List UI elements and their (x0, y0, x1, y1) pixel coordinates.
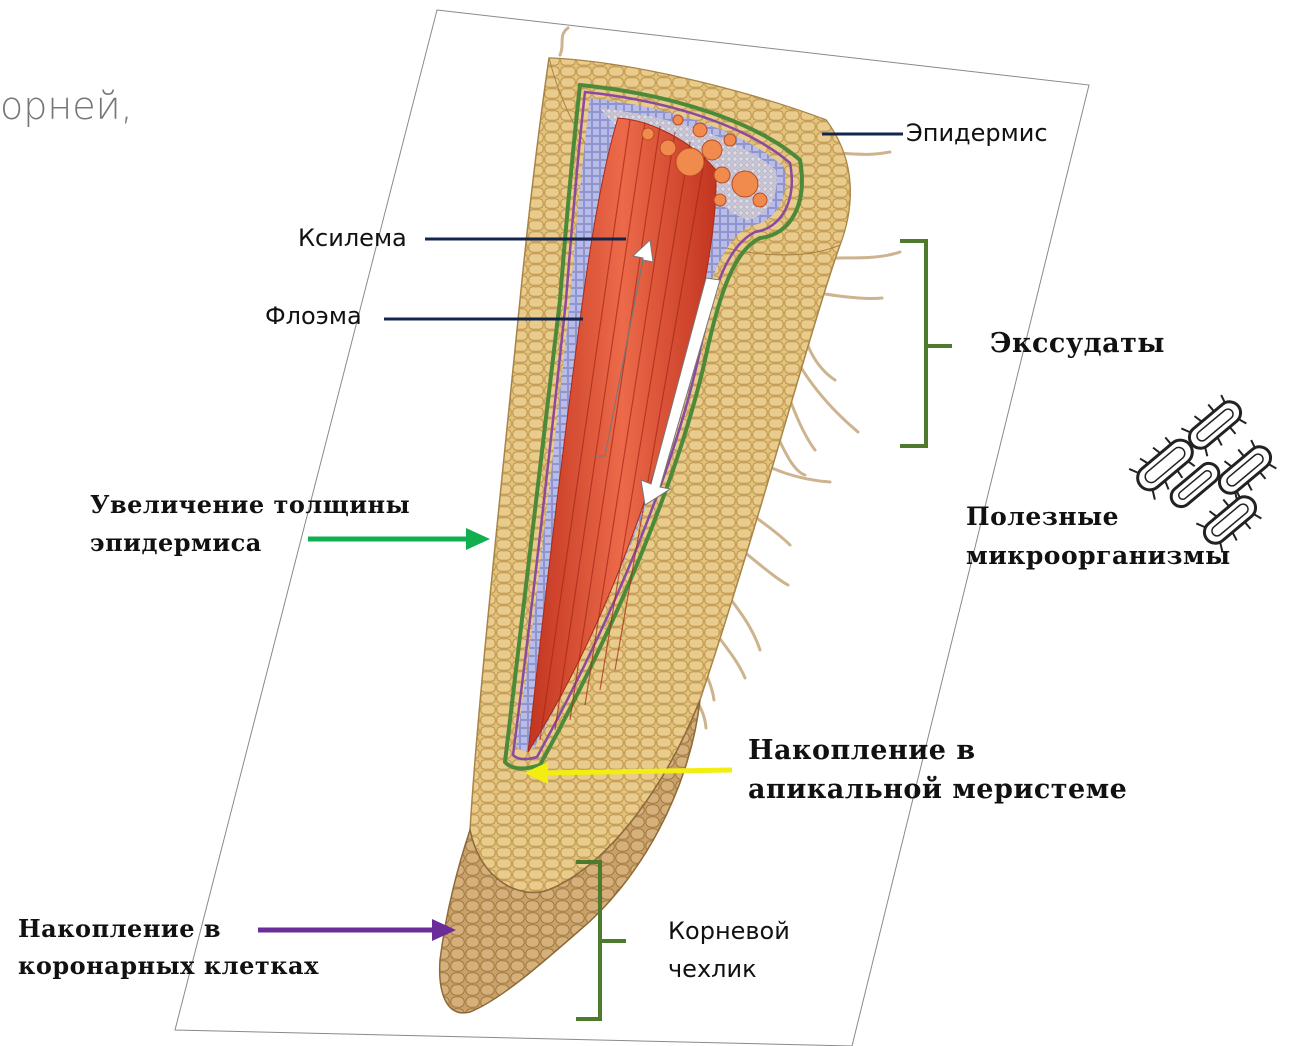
heading-fragment: орней, (0, 84, 133, 128)
exudates-label: Экссудаты (990, 328, 1165, 359)
thickness-label-line2: эпидермиса (90, 528, 262, 557)
meristem-label-line2: апикальной меристеме (748, 774, 1127, 805)
green-arrow (308, 528, 490, 550)
microbe-icon (1127, 390, 1281, 554)
cap-cells-label-line2: коронарных клетках (18, 951, 319, 980)
meristem-label-line1: Накопление в (748, 735, 976, 766)
root-cap-label-line1: Корневой (668, 917, 790, 945)
cap-cells-label-line1: Накопление в (18, 914, 221, 943)
epidermis-label: Эпидермис (906, 119, 1048, 147)
microbes-label-line2: микроорганизмы (966, 541, 1231, 570)
purple-arrow (258, 919, 456, 941)
thickness-label-line1: Увеличение толщины (90, 490, 410, 519)
phloem-label: Флоэма (265, 302, 362, 330)
microbes-label-line1: Полезные (966, 502, 1119, 531)
root-cap-label-line2: чехлик (668, 955, 757, 983)
exudates-bracket (900, 241, 952, 446)
xylem-label: Ксилема (298, 224, 407, 252)
